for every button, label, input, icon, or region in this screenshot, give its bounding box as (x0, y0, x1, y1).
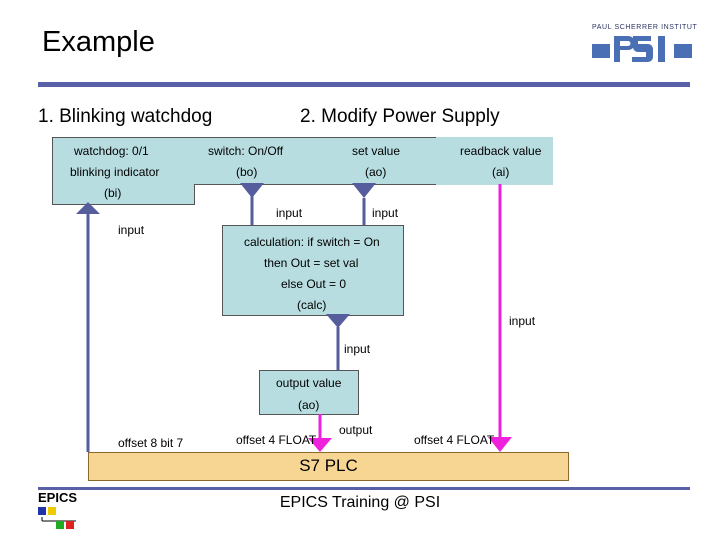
arrowhead-setval (352, 183, 376, 198)
calc-line-4: (calc) (297, 298, 327, 312)
ao-label: (ao) (365, 165, 387, 179)
switch-label: switch: On/Off (208, 144, 284, 158)
s7-plc-block (88, 452, 569, 481)
epics-logo-text: EPICS (38, 490, 78, 505)
watchdog-label: watchdog: 0/1 (74, 144, 149, 158)
output-ao-label: (ao) (298, 398, 320, 412)
arrowhead-output (308, 438, 332, 452)
set-value-label: set value (352, 144, 401, 158)
bi-bottom-edge (52, 204, 194, 205)
arrowhead-calc (326, 314, 350, 328)
output-value-label: output value (276, 376, 342, 390)
arrowhead-switch (240, 183, 264, 198)
s7-plc-label: S7 PLC (299, 456, 358, 475)
footer-text: EPICS Training @ PSI (279, 494, 441, 511)
arrowhead-readback (488, 437, 512, 452)
heading-blinking-watchdog: 1. Blinking watchdog (38, 106, 213, 127)
psi-logo: PAUL SCHERRER INSTITUT (592, 24, 698, 66)
output-label: output (339, 423, 373, 437)
bo-label: (bo) (236, 165, 258, 179)
readback-value-label: readback value (460, 144, 542, 158)
bi-right-edge (194, 184, 195, 205)
record-output-ao (259, 370, 359, 415)
bi-label: (bi) (104, 186, 122, 200)
input-label-readback: input (509, 314, 536, 328)
title-rule (38, 82, 690, 87)
footer-rule (38, 487, 690, 490)
offset-float-right-label: offset 4 FLOAT (414, 433, 495, 447)
calc-line-1: calculation: if switch = On (244, 235, 380, 249)
input-label-switch: input (276, 206, 303, 220)
input-label-watchdog: input (118, 223, 145, 237)
record-calc (222, 225, 404, 316)
arrowhead-watchdog (76, 202, 100, 214)
ai-label: (ai) (492, 165, 510, 179)
input-label-setval: input (372, 206, 399, 220)
record-ai (436, 137, 553, 185)
calc-line-3: else Out = 0 (281, 277, 347, 291)
offset-bit-label: offset 8 bit 7 (118, 436, 184, 450)
record-bi (52, 137, 194, 205)
psi-logo-text: PAUL SCHERRER INSTITUT (592, 24, 698, 31)
page-title: Example (42, 26, 155, 58)
offset-float-left-label: offset 4 FLOAT (236, 433, 317, 447)
epics-logo-icon (38, 507, 76, 529)
heading-modify-power-supply: 2. Modify Power Supply (300, 106, 500, 127)
bi-left-edge (52, 137, 53, 205)
calc-line-2: then Out = set val (264, 256, 359, 270)
input-label-calc-out: input (344, 342, 371, 356)
blinking-indicator-label: blinking indicator (70, 165, 160, 179)
psi-logo-mark (592, 36, 692, 62)
